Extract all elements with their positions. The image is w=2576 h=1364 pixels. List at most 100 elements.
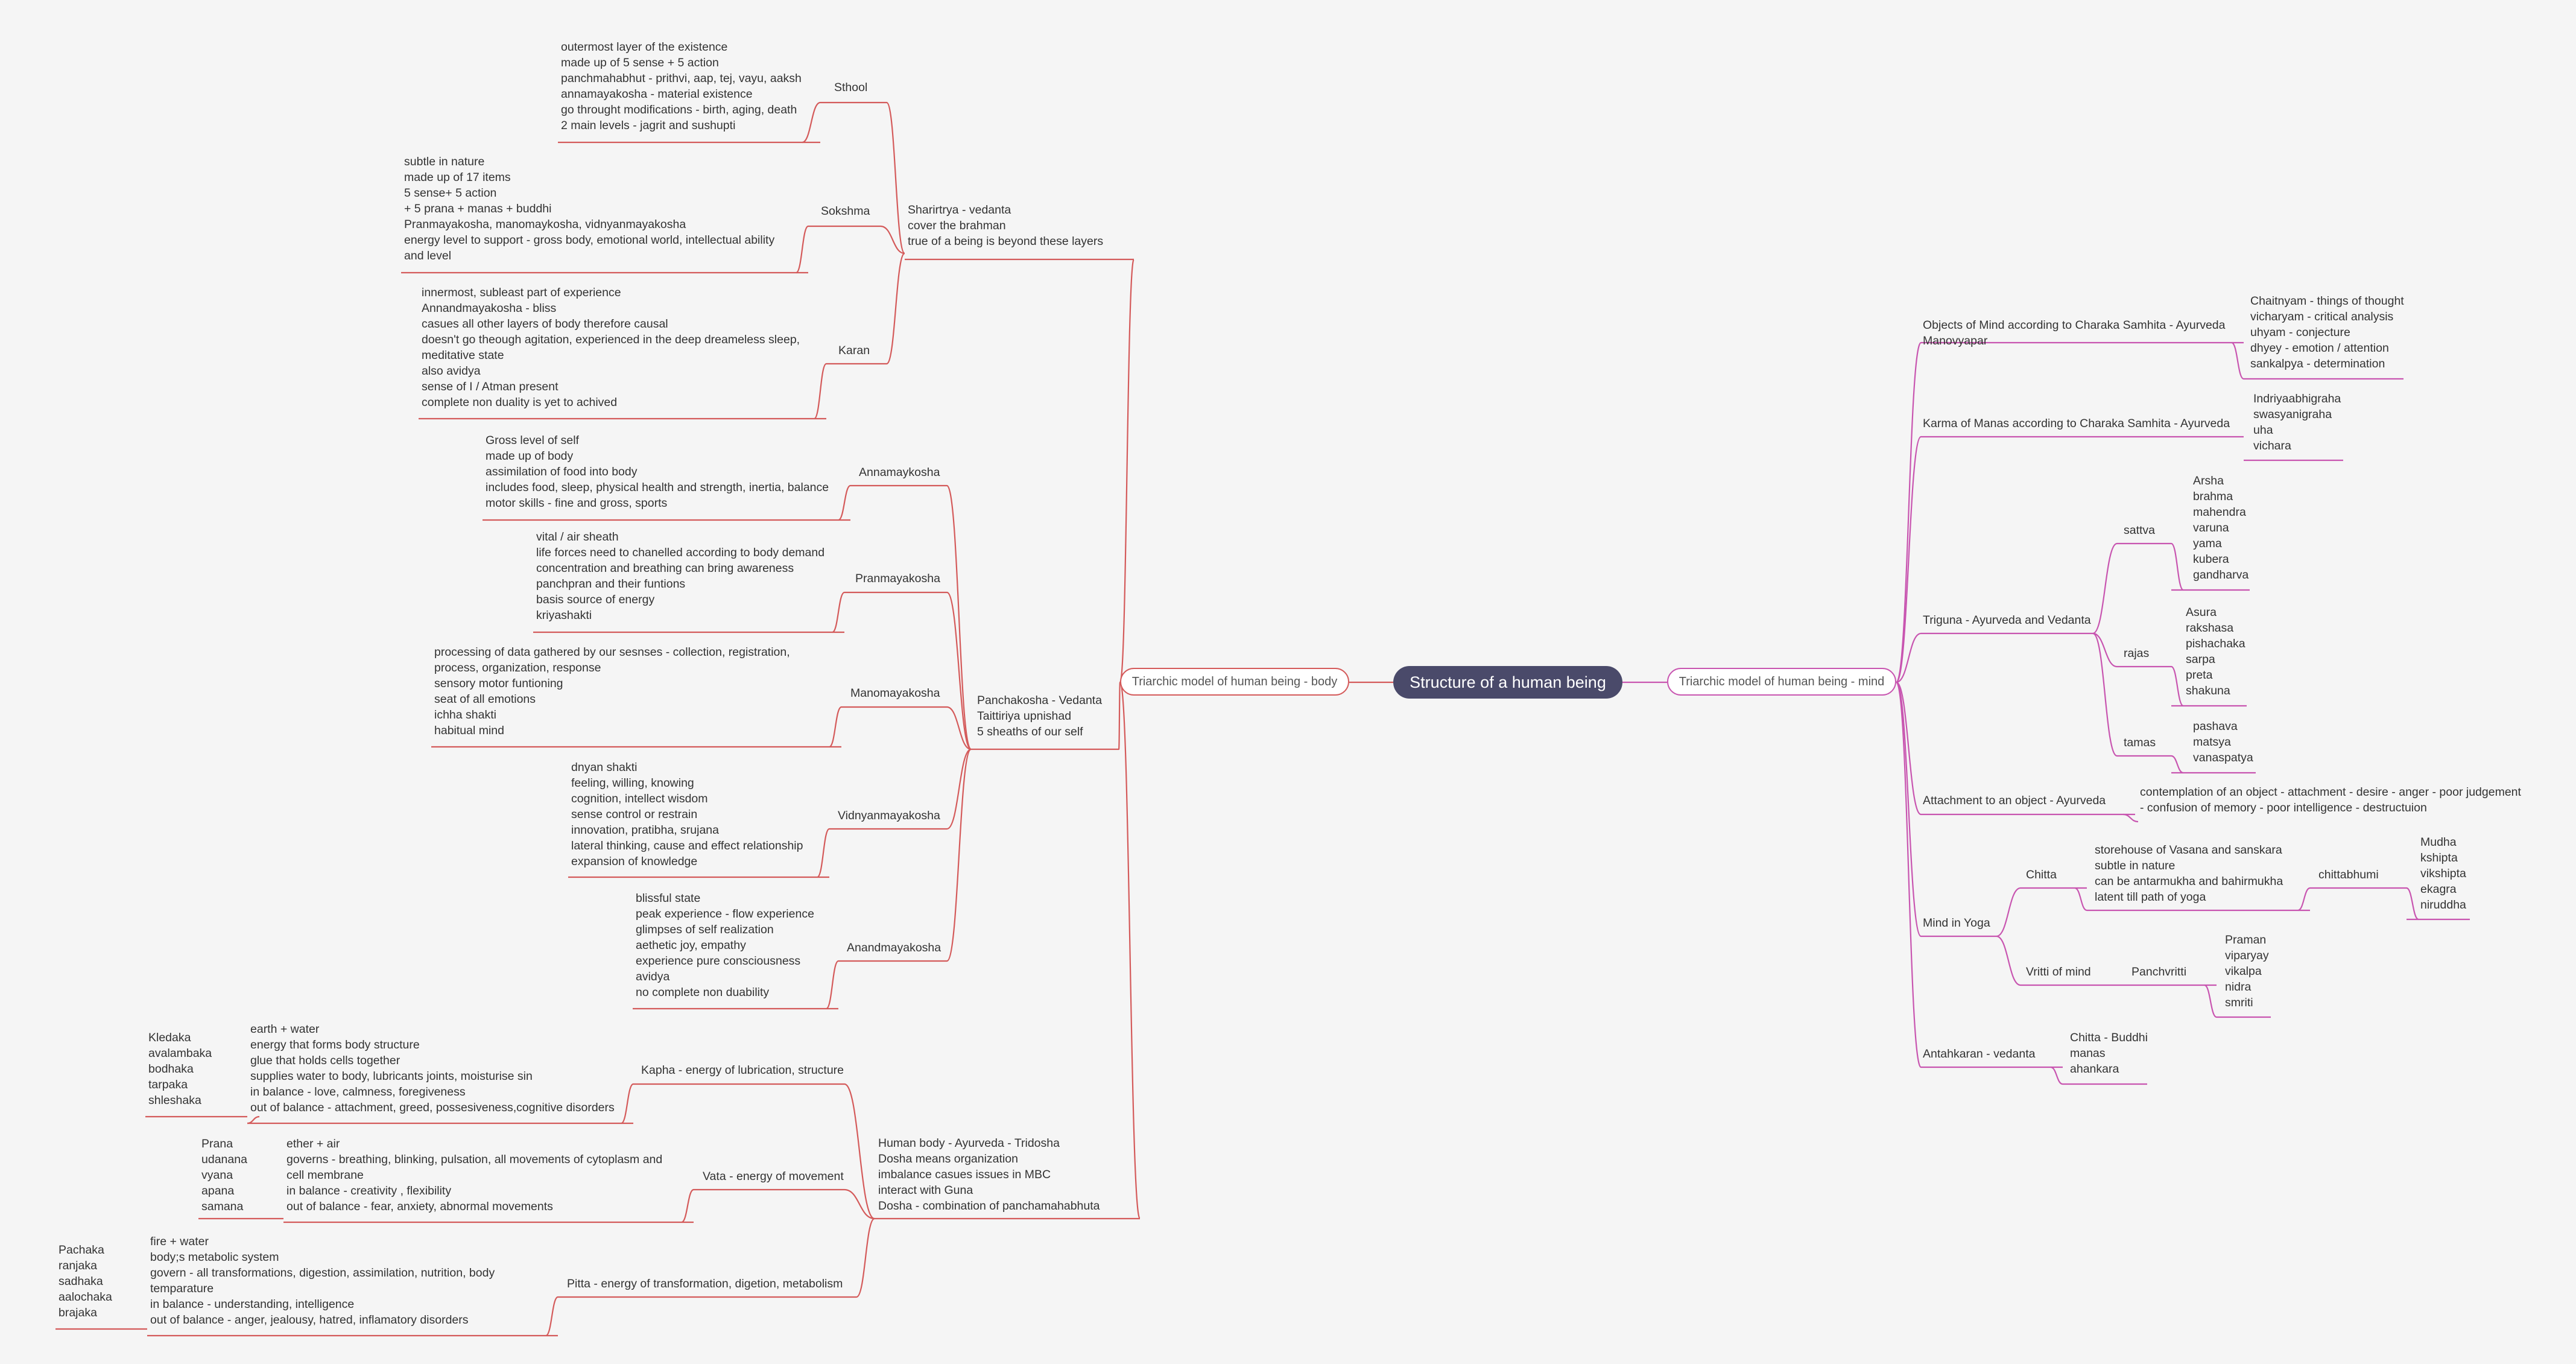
connector-vata-detail (681, 1188, 694, 1223)
connector-mind-antah (1895, 681, 1922, 1068)
connector-tamas-detail (2171, 755, 2184, 774)
connector-vritti-list (2204, 984, 2217, 1018)
connector-attachment-detail (2122, 813, 2139, 823)
pranmayakosha-node[interactable]: Pranmayakosha (855, 572, 940, 585)
rajas-detail: Asura rakshasa pishachaka sarpa preta sh… (2186, 606, 2245, 697)
connector-pancha-vidnyan (946, 748, 972, 830)
manomayakosha-node[interactable]: Manomayakosha (850, 687, 940, 700)
chittabhumi-detail: Mudha kshipta vikshipta ekagra niruddha (2420, 836, 2466, 912)
panchvritti-detail: Praman viparyay vikalpa nidra smriti (2225, 933, 2269, 1009)
karan-detail: innermost, subleast part of experience A… (422, 286, 800, 409)
connector-kapha-sub (247, 1115, 260, 1125)
connector-dosha-kapha (844, 1083, 875, 1220)
vidnyanmayakosha-node[interactable]: Vidnyanmayakosha (838, 809, 940, 822)
tamas-detail: pashava matsya vanaspatya (2193, 720, 2253, 764)
body-branch-topic[interactable]: Triarchic model of human being - body (1120, 668, 1349, 696)
objects-of-mind-node[interactable]: Objects of Mind according to Charaka Sam… (1923, 319, 2226, 347)
connector-pancha-pran (946, 591, 972, 750)
connector-rajas-detail (2171, 665, 2184, 707)
pitta-subtypes: Pachaka ranjaka sadhaka aalochaka brajak… (59, 1243, 112, 1319)
karma-of-manas-detail: Indriyaabhigraha swasyanigraha uha vicha… (2253, 392, 2341, 452)
connector-sharir-sthool (885, 101, 906, 255)
vata-node[interactable]: Vata - energy of movement (703, 1170, 844, 1183)
sthool-detail: outermost layer of the existence made up… (561, 40, 802, 132)
vata-detail: ether + air governs - breathing, blinkin… (286, 1137, 663, 1213)
sokshma-detail: subtle in nature made up of 17 items 5 s… (404, 155, 775, 262)
connector-mind-triguna (1896, 632, 1922, 684)
tamas-node[interactable]: tamas (2124, 736, 2156, 749)
connector-mind-objects (1895, 341, 1922, 684)
anandmayakosha-detail: blissful state peak experience - flow ex… (636, 892, 814, 999)
connector-chittabhumi (2297, 887, 2311, 912)
connector-anand-detail (825, 960, 840, 1010)
annamaykosha-node[interactable]: Annamaykosha (859, 466, 940, 479)
pitta-node[interactable]: Pitta - energy of transformation, digeti… (567, 1277, 843, 1290)
connector-anna-detail (838, 484, 851, 521)
connector-triguna-rajas (2092, 632, 2118, 668)
karan-node[interactable]: Karan (838, 344, 870, 357)
connector-body-dosha (1119, 681, 1141, 1220)
chitta-detail: storehouse of Vasana and sanskara subtle… (2095, 843, 2283, 904)
connector-sharir-karan (885, 252, 906, 365)
connector-yoga-chitta (1996, 887, 2021, 937)
vritti-node[interactable]: Vritti of mind (2026, 965, 2091, 979)
panchakosha-node[interactable]: Panchakosha - Vedanta Taittiriya upnisha… (977, 694, 1103, 738)
tridosha-node[interactable]: Human body - Ayurveda - Tridosha Dosha m… (878, 1137, 1100, 1213)
objects-of-mind-detail: Chaitnyam - things of thought vicharyam … (2250, 294, 2404, 370)
anandmayakosha-node[interactable]: Anandmayakosha (847, 941, 941, 954)
connector-objects-detail (2231, 341, 2244, 380)
connector-body-pancha (1118, 681, 1121, 750)
connector-pancha-mano (946, 706, 972, 750)
sattva-detail: Arsha brahma mahendra varuna yama kubera… (2193, 474, 2249, 582)
connector-pitta-detail (545, 1296, 559, 1337)
connector-mind-karma (1895, 436, 1922, 684)
antahkaran-node[interactable]: Antahkaran - vedanta (1923, 1047, 2036, 1061)
connector-sattva-detail (2170, 542, 2185, 591)
karma-of-manas-node[interactable]: Karma of Manas according to Charaka Samh… (1923, 417, 2230, 430)
rajas-node[interactable]: rajas (2124, 647, 2150, 660)
attachment-detail: contemplation of an object - attachment … (2140, 785, 2521, 814)
annamaykosha-detail: Gross level of self made up of body assi… (486, 434, 829, 510)
attachment-node[interactable]: Attachment to an object - Ayurveda (1923, 794, 2106, 807)
kapha-subtypes: Kledaka avalambaka bodhaka tarpaka shles… (148, 1031, 212, 1107)
connector-dosha-vata (844, 1188, 875, 1220)
connector-pancha-anna (946, 484, 972, 750)
sokshma-node[interactable]: Sokshma (821, 205, 870, 218)
mind-in-yoga-node[interactable]: Mind in Yoga (1923, 916, 1990, 930)
kapha-node[interactable]: Kapha - energy of lubrication, structure (641, 1064, 844, 1077)
vidnyanmayakosha-detail: dnyan shakti feeling, willing, knowing c… (571, 761, 803, 868)
connector-pran-detail (832, 591, 845, 633)
connector-triguna-sattva (2092, 542, 2118, 635)
mind-branch-topic[interactable]: Triarchic model of human being - mind (1667, 668, 1896, 696)
sthool-node[interactable]: Sthool (834, 81, 868, 94)
connector-sharir-sokshma (880, 225, 905, 255)
connector-mano-detail (829, 706, 842, 748)
root-topic[interactable]: Structure of a human being (1393, 666, 1622, 699)
connector-sokshma-detail (795, 225, 809, 274)
pranmayakosha-detail: vital / air sheath life forces need to c… (536, 530, 825, 622)
connector-yoga-vritti (1996, 935, 2021, 986)
chitta-node[interactable]: Chitta (2026, 868, 2057, 881)
connector-karan-detail (813, 363, 828, 420)
connector-vidnyan-detail (816, 828, 831, 878)
triguna-node[interactable]: Triguna - Ayurveda and Vedanta (1923, 614, 2091, 627)
connector-dosha-pitta (856, 1217, 875, 1298)
sattva-node[interactable]: sattva (2124, 524, 2156, 537)
connector-pancha-anand (946, 748, 972, 962)
panchvritti-node[interactable]: Panchvritti (2131, 965, 2187, 979)
vata-subtypes: Prana udanana vyana apana samana (201, 1137, 247, 1213)
chittabhumi-node[interactable]: chittabhumi (2318, 868, 2379, 881)
sharirtrya-node[interactable]: Sharirtrya - vedanta cover the brahman t… (908, 203, 1104, 248)
connector-sthool-detail (802, 101, 821, 144)
connector-kapha-detail (621, 1083, 634, 1125)
connector-antah-detail (2050, 1066, 2063, 1085)
antahkaran-detail: Chitta - Buddhi manas ahankara (2070, 1031, 2148, 1076)
manomayakosha-detail: processing of data gathered by our sesns… (434, 646, 790, 737)
pitta-detail: fire + water body;s metabolic system gov… (150, 1235, 495, 1327)
connector-chitta-detail (2074, 887, 2087, 912)
kapha-detail: earth + water energy that forms body str… (250, 1023, 615, 1114)
connector-mind-yoga (1895, 681, 1922, 937)
connector-mind-attachment (1896, 681, 1922, 816)
connector-bhumi-list (2406, 887, 2419, 921)
